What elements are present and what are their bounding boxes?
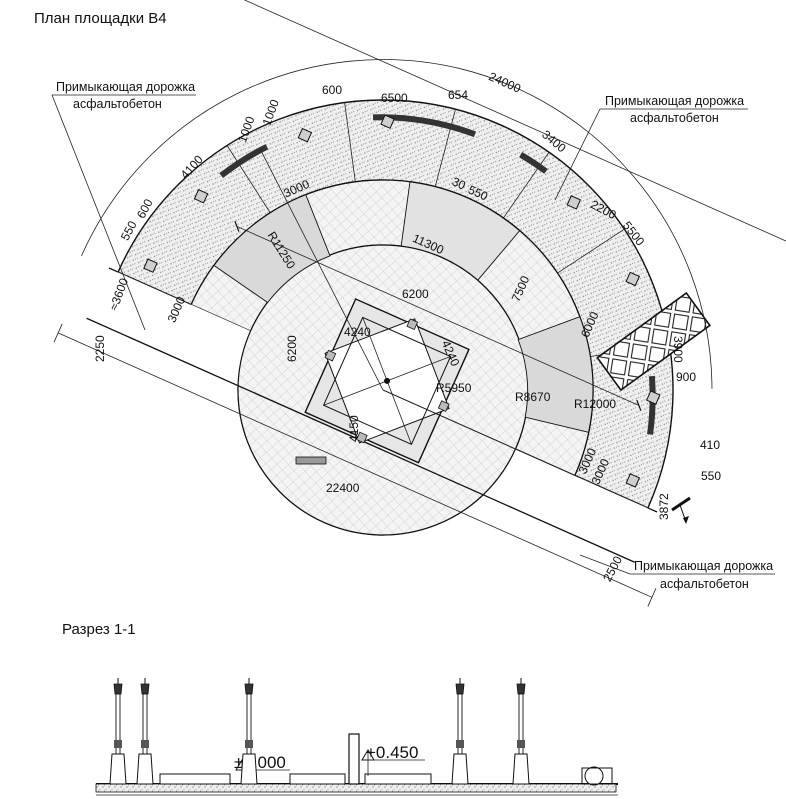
dim-r12000: R12000 (574, 397, 616, 411)
section-lamp-posts (109, 678, 530, 785)
lamp-post-elevation (109, 678, 127, 785)
dim-3872: 3872 (657, 493, 671, 520)
mesh-planter (596, 291, 711, 392)
note-left-line1: Примыкающая дорожка (56, 80, 195, 94)
note-right-bottom-line1: Примыкающая дорожка (634, 559, 773, 573)
note-right-top-line1: Примыкающая дорожка (605, 94, 744, 108)
section-title: Разрез 1-1 (62, 621, 136, 638)
dim-4150: 4150 (347, 415, 361, 442)
dim-24000: 24000 (487, 69, 523, 95)
dim-22400: 22400 (326, 481, 360, 495)
entrance-slab (295, 456, 327, 465)
dim-600: 600 (322, 83, 342, 97)
section-drawing (95, 733, 618, 796)
dimension-lines (53, 0, 786, 607)
dim-900: 900 (676, 370, 696, 384)
dim-30: 30 (450, 174, 468, 192)
note-right-top: Примыкающая дорожка асфальтобетон (554, 94, 748, 201)
dim-4240-a: 4240 (344, 325, 371, 339)
dim-550-c: 550 (701, 469, 721, 483)
lamp-post-elevation (512, 678, 530, 785)
lamp-post-elevation (240, 678, 258, 785)
central-square (304, 298, 470, 464)
note-right-bottom-line2: асфальтобетон (660, 577, 749, 591)
dim-r5950: R5950 (436, 381, 472, 395)
dim-6200-top: 6200 (402, 287, 429, 301)
dim-3900: 3900 (671, 336, 685, 363)
dim-6500: 6500 (381, 91, 408, 105)
lamp-posts (143, 114, 661, 488)
level-plus-label: +0.450 (366, 743, 418, 762)
note-right-bottom: Примыкающая дорожка асфальтобетон (579, 554, 775, 591)
note-left: Примыкающая дорожка асфальтобетон (51, 80, 196, 331)
dim-2250: 2250 (93, 335, 107, 362)
lamp-post-elevation (451, 678, 469, 785)
benches (219, 114, 656, 435)
plan-title: План площадки В4 (34, 10, 167, 27)
dim-2500: 2500 (600, 553, 625, 583)
dim-410: 410 (700, 438, 720, 452)
section-cut-marker (671, 496, 691, 524)
lamp-post-elevation (136, 678, 154, 785)
dim-r8670: R8670 (515, 390, 551, 404)
dim-654: 654 (448, 88, 468, 102)
dim-6200-side: 6200 (285, 335, 299, 362)
note-left-line2: асфальтобетон (73, 97, 162, 111)
dimension-ticks (234, 220, 642, 411)
note-right-top-line2: асфальтобетон (630, 111, 719, 125)
